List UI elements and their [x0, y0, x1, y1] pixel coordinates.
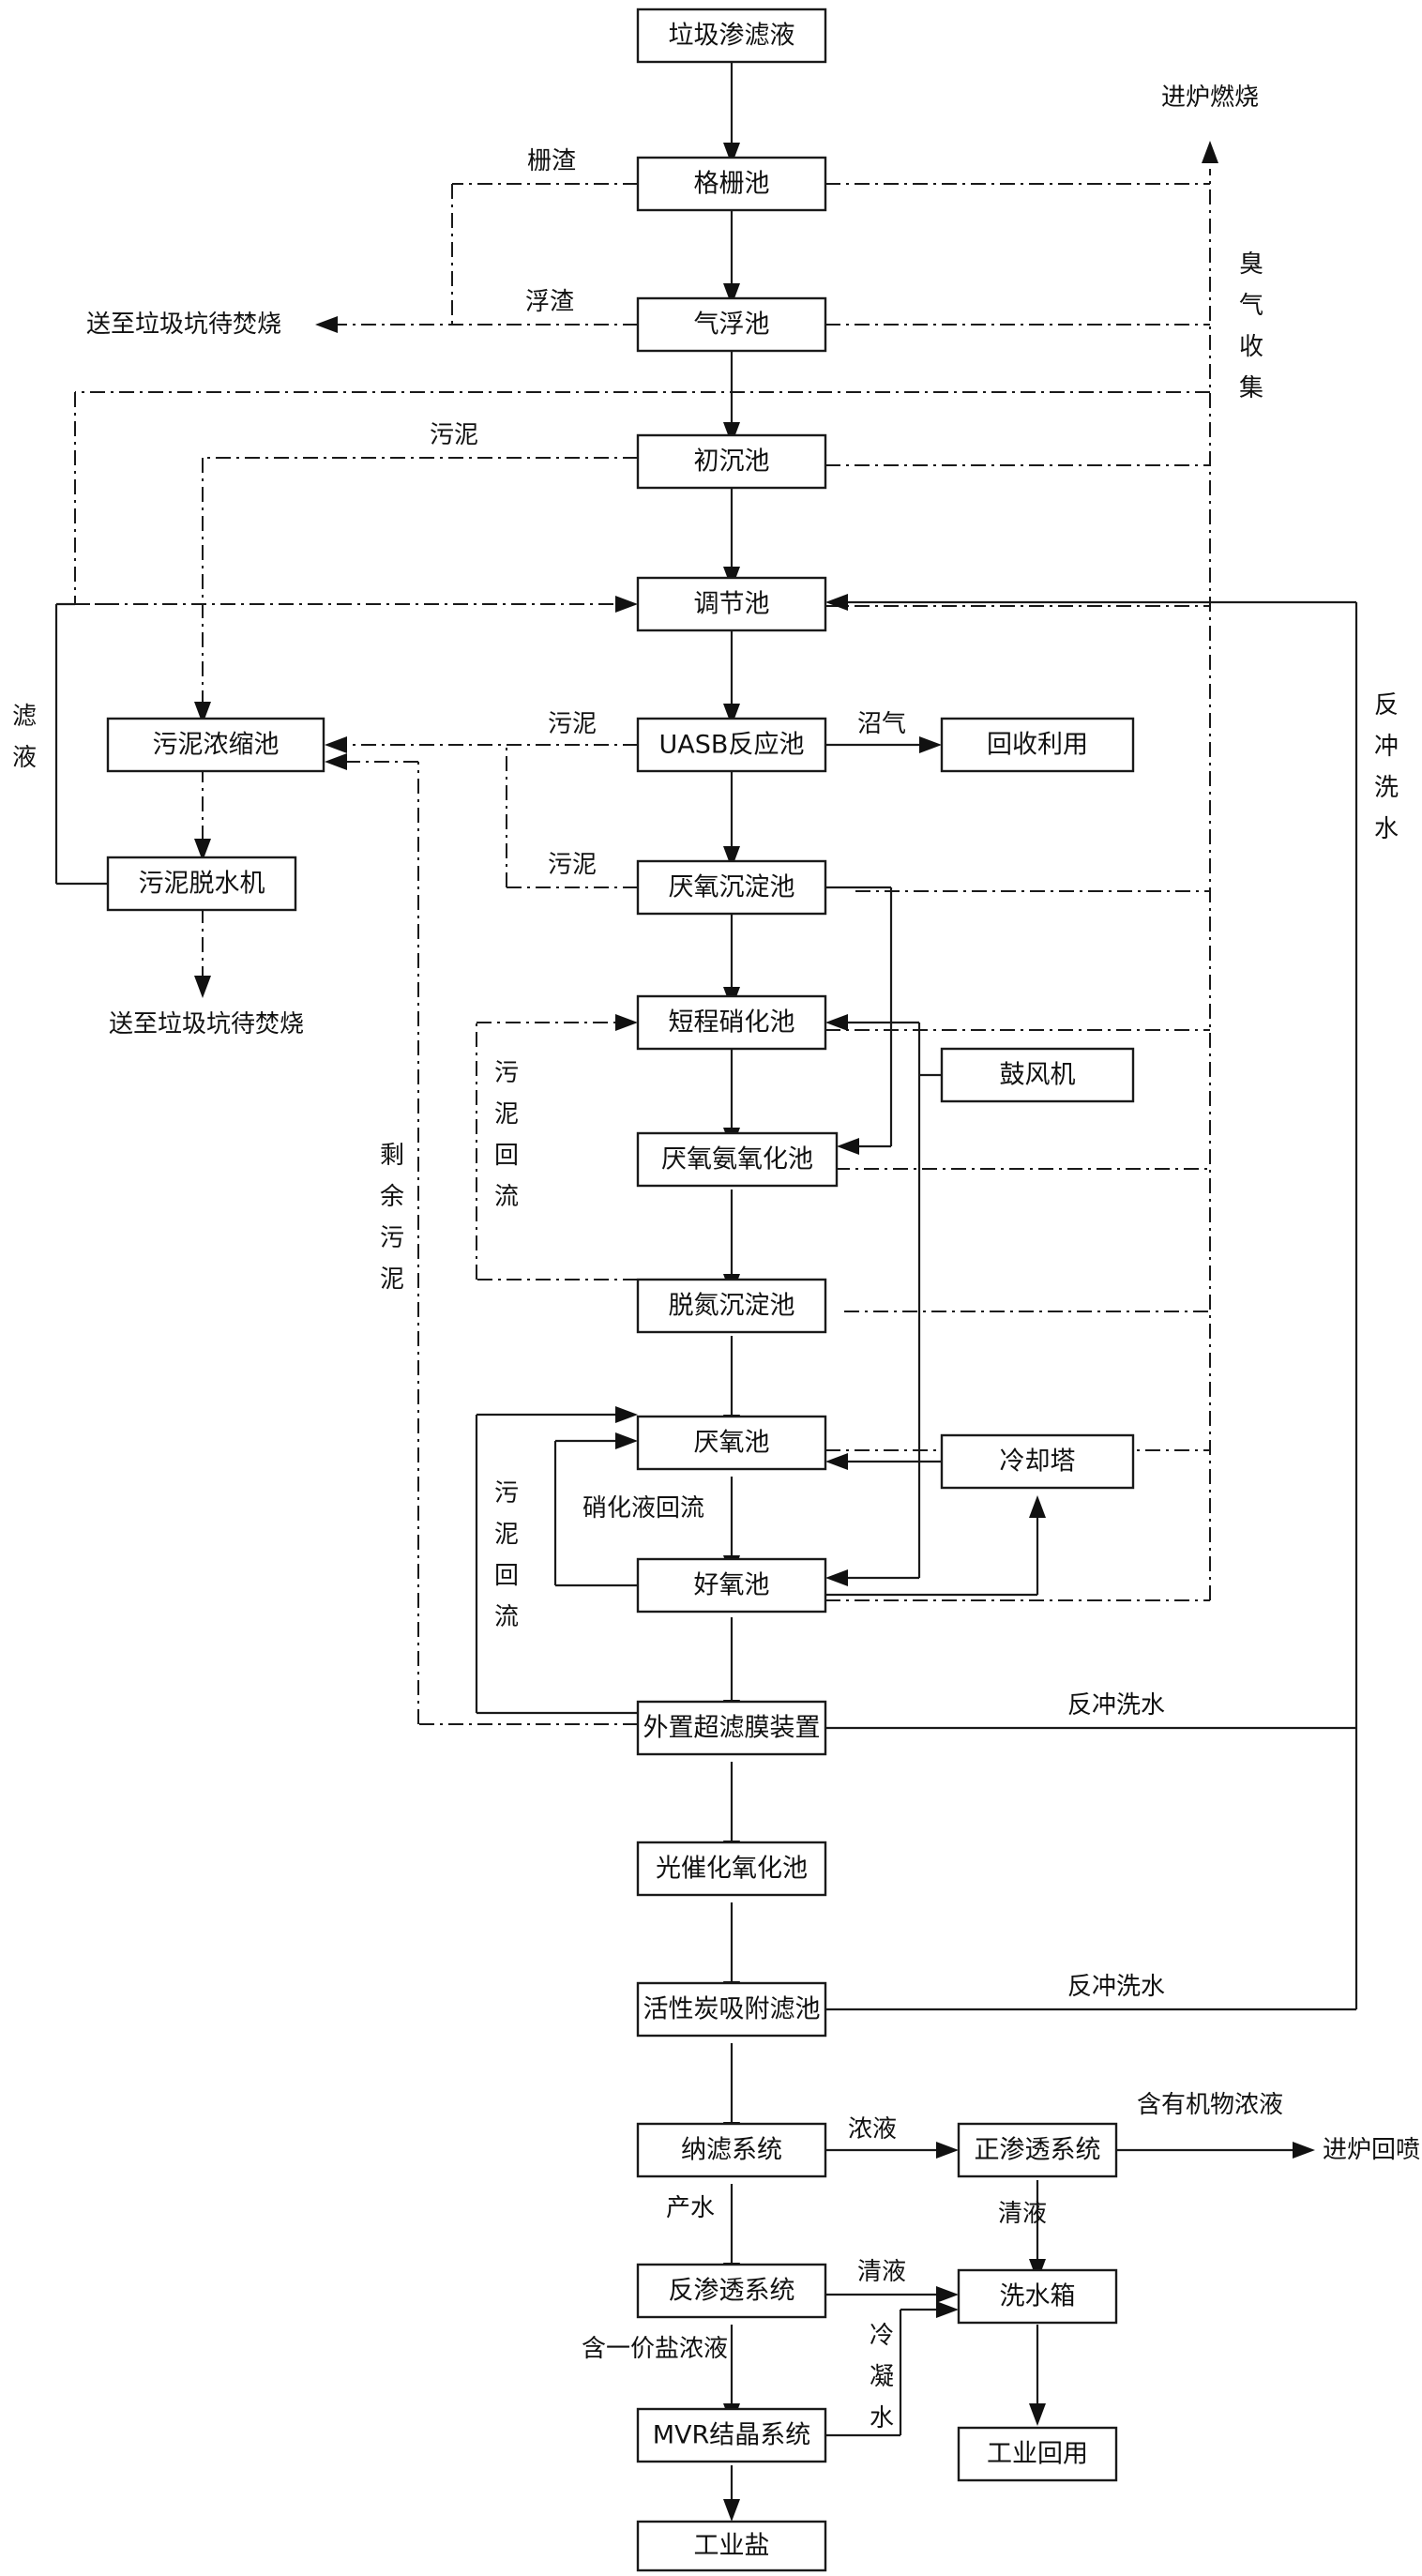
- label-backwash-v: 反冲洗水: [1374, 691, 1399, 843]
- box-cooling: 冷却塔: [940, 1433, 1135, 1490]
- box-anaerobic-settle: 厌氧沉淀池: [636, 859, 827, 916]
- box-thickener: 污泥浓缩池: [106, 717, 325, 773]
- label-screen-slag: 栅渣: [527, 147, 576, 175]
- label-sludge-return-1: 污泥回流: [494, 1059, 519, 1211]
- label-sludge-3: 污泥: [548, 851, 597, 879]
- label-primary: 初沉池: [694, 447, 770, 477]
- label-float-slag: 浮渣: [525, 288, 574, 316]
- label-backwash-1: 反冲洗水: [1067, 1691, 1165, 1720]
- label-grille: 格栅池: [694, 170, 770, 199]
- box-uasb: UASB反应池: [636, 717, 827, 773]
- label-nitrate-return: 硝化液回流: [582, 1494, 704, 1523]
- box-denit-settle: 脱氮沉淀池: [636, 1278, 827, 1334]
- box-recycle: 回收利用: [940, 717, 1135, 773]
- label-fo: 正渗透系统: [975, 2136, 1101, 2165]
- label-concentrate: 浓液: [848, 2115, 897, 2144]
- label-carbon: 活性炭吸附滤池: [643, 1995, 821, 2024]
- box-grille: 格栅池: [636, 156, 827, 212]
- label-anoxic: 厌氧池: [694, 1429, 770, 1458]
- label-product-water: 产水: [666, 2194, 715, 2222]
- label-sludge-1: 污泥: [430, 421, 478, 449]
- label-filtrate: 滤液: [12, 703, 37, 772]
- label-cooling: 冷却塔: [1000, 1447, 1076, 1477]
- label-nitrite: 短程硝化池: [669, 1008, 795, 1038]
- box-primary: 初沉池: [636, 433, 827, 490]
- box-washtank: 洗水箱: [957, 2268, 1118, 2325]
- label-thickener: 污泥浓缩池: [153, 731, 280, 760]
- label-aerobic: 好氧池: [694, 1571, 770, 1600]
- label-monovalent: 含一价盐浓液: [582, 2335, 728, 2363]
- label-sludge-2: 污泥: [548, 710, 597, 738]
- box-uf: 外置超滤膜装置: [636, 1700, 827, 1756]
- label-clear-1: 清液: [998, 2200, 1047, 2228]
- label-odor-collect: 臭气收集: [1239, 250, 1263, 402]
- label-blower: 鼓风机: [1000, 1061, 1076, 1090]
- box-anoxic: 厌氧池: [636, 1415, 827, 1471]
- box-ro: 反渗透系统: [636, 2263, 827, 2319]
- label-ro: 反渗透系统: [669, 2277, 795, 2306]
- label-salt: 工业盐: [694, 2532, 770, 2561]
- label-excess-sludge: 剩余污泥: [380, 1142, 404, 1294]
- box-dewater: 污泥脱水机: [106, 856, 297, 912]
- box-carbon: 活性炭吸附滤池: [636, 1981, 827, 2038]
- box-anammox: 厌氧氨氧化池: [636, 1131, 839, 1188]
- box-mvr: MVR结晶系统: [636, 2407, 827, 2463]
- flow-lines: [54, 62, 1358, 2522]
- box-aerobic: 好氧池: [636, 1557, 827, 1614]
- box-salt: 工业盐: [636, 2520, 827, 2572]
- label-biogas: 沼气: [857, 710, 906, 738]
- box-leachate: 垃圾渗滤液: [636, 8, 827, 64]
- box-flotation: 气浮池: [636, 296, 827, 353]
- label-uf: 外置超滤膜装置: [643, 1714, 821, 1743]
- label-flotation: 气浮池: [694, 311, 770, 340]
- label-washtank: 洗水箱: [1000, 2282, 1076, 2311]
- label-furnace-burn: 进炉燃烧: [1161, 83, 1259, 112]
- label-regulating: 调节池: [694, 590, 770, 619]
- box-nf: 纳滤系统: [636, 2122, 827, 2178]
- label-dewater: 污泥脱水机: [139, 870, 265, 899]
- label-anaerobic-settle: 厌氧沉淀池: [669, 873, 795, 902]
- label-anammox: 厌氧氨氧化池: [661, 1145, 813, 1174]
- label-mvr: MVR结晶系统: [653, 2421, 811, 2450]
- label-organic-concentrate: 含有机物浓液: [1137, 2091, 1283, 2119]
- box-reuse: 工业回用: [957, 2426, 1118, 2482]
- label-sludge-return-2: 污泥回流: [494, 1479, 519, 1631]
- box-nitrite: 短程硝化池: [636, 994, 827, 1051]
- label-reuse: 工业回用: [987, 2440, 1088, 2469]
- label-to-pit-1: 送至垃圾坑待焚烧: [86, 311, 281, 339]
- label-denit-settle: 脱氮沉淀池: [669, 1292, 795, 1321]
- label-photocat: 光催化氧化池: [656, 1855, 808, 1884]
- label-furnace-spray: 进炉回喷: [1323, 2136, 1420, 2164]
- label-uasb: UASB反应池: [659, 731, 805, 760]
- label-nf: 纳滤系统: [681, 2136, 782, 2165]
- box-regulating: 调节池: [636, 576, 827, 632]
- label-leachate: 垃圾渗滤液: [669, 22, 795, 51]
- label-clear-2: 清液: [857, 2258, 906, 2286]
- label-condensate: 冷凝水: [870, 2322, 894, 2432]
- box-photocat: 光催化氧化池: [636, 1841, 827, 1897]
- box-blower: 鼓风机: [940, 1047, 1135, 1103]
- label-backwash-2: 反冲洗水: [1067, 1973, 1165, 2001]
- label-recycle: 回收利用: [987, 731, 1088, 760]
- label-to-pit-2: 送至垃圾坑待焚烧: [109, 1010, 304, 1038]
- box-fo: 正渗透系统: [957, 2122, 1118, 2178]
